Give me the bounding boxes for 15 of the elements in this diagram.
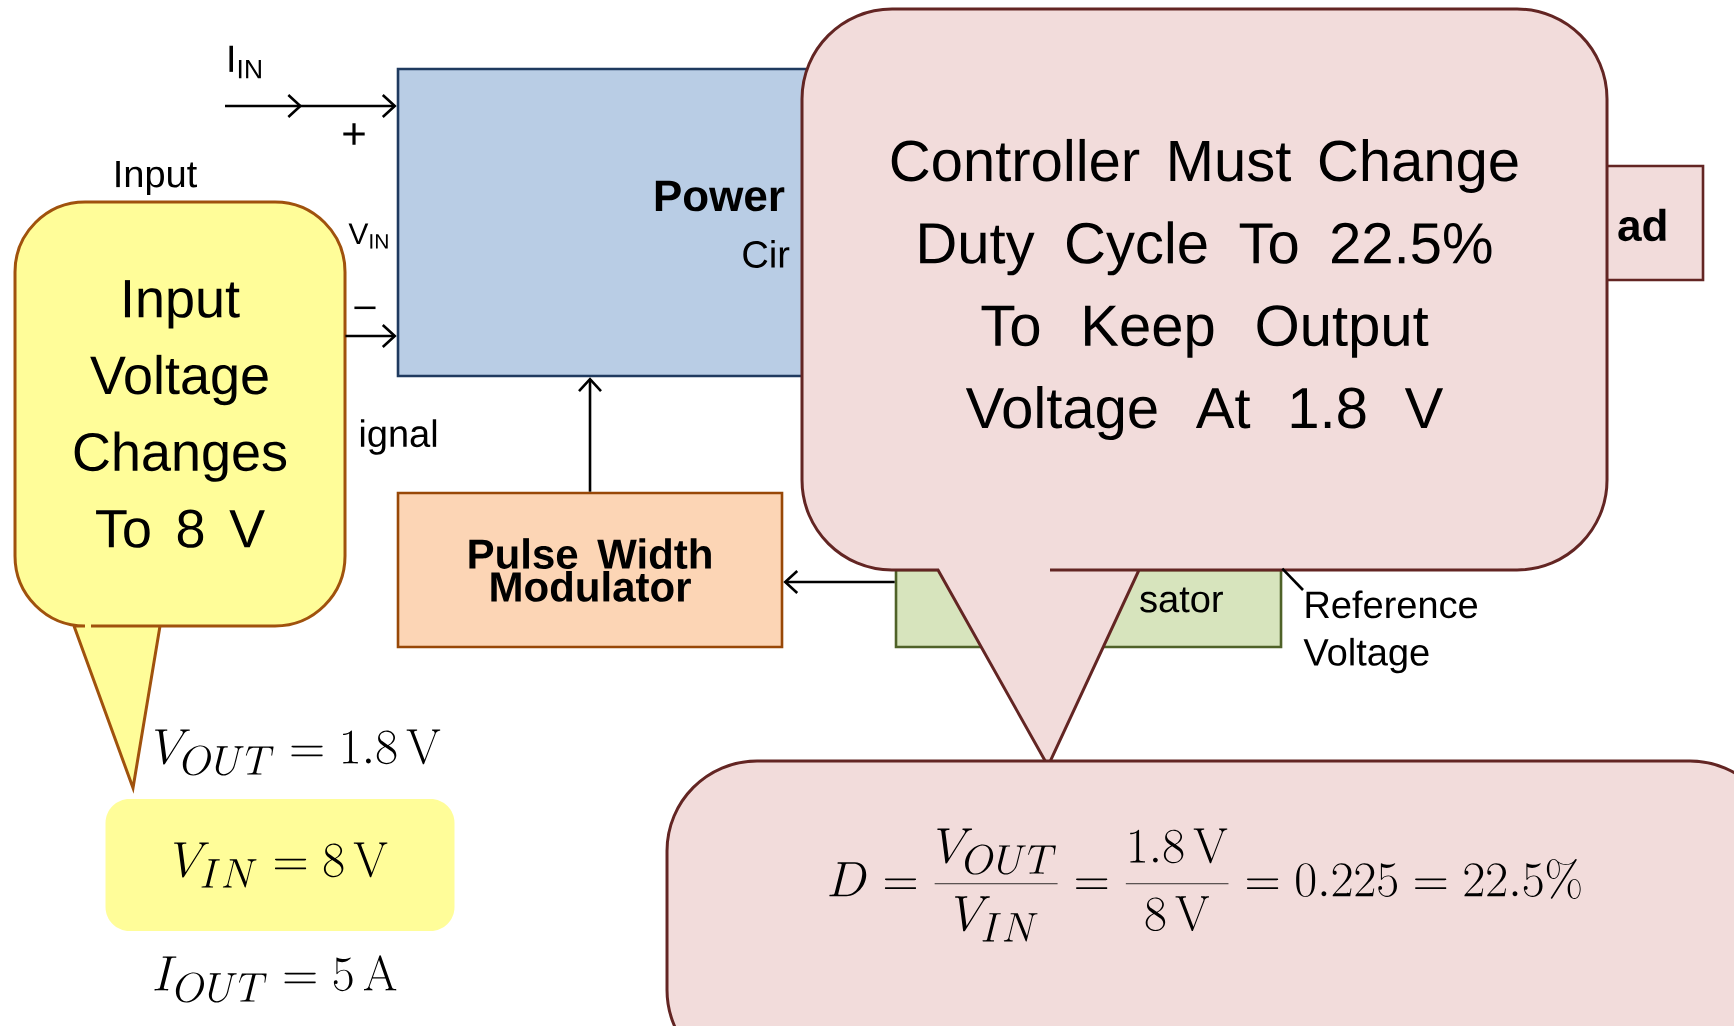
arrow	[225, 94, 397, 118]
arrow	[578, 377, 602, 492]
equation: $I_{OUT} = 5\,\mathrm{A}$	[154, 955, 397, 1003]
polarity-sign: –	[354, 306, 376, 310]
arrow	[345, 324, 397, 348]
signal-label: ignal	[360, 419, 437, 455]
arrow	[783, 570, 895, 594]
voltage-label: V$_{IN}$	[348, 223, 388, 249]
formula-box: $D = \frac{V_{OUT}}{V_{IN}} = \frac{1.8\,\mathrm{V}}{8\,\mathrm{V}} = 0.225 = 22.5\%$	[665, 759, 1734, 1026]
polarity-sign: +	[343, 123, 365, 145]
modulator-box: Pulse Width Modulator	[396, 491, 784, 649]
load-box: ad	[1605, 164, 1705, 282]
current-label: I$_{IN}$	[229, 45, 261, 79]
highlight-box: $V_{IN} = 8\,\mathrm{V}$	[105, 799, 455, 931]
reference-label: Reference Voltage	[1303, 590, 1478, 674]
